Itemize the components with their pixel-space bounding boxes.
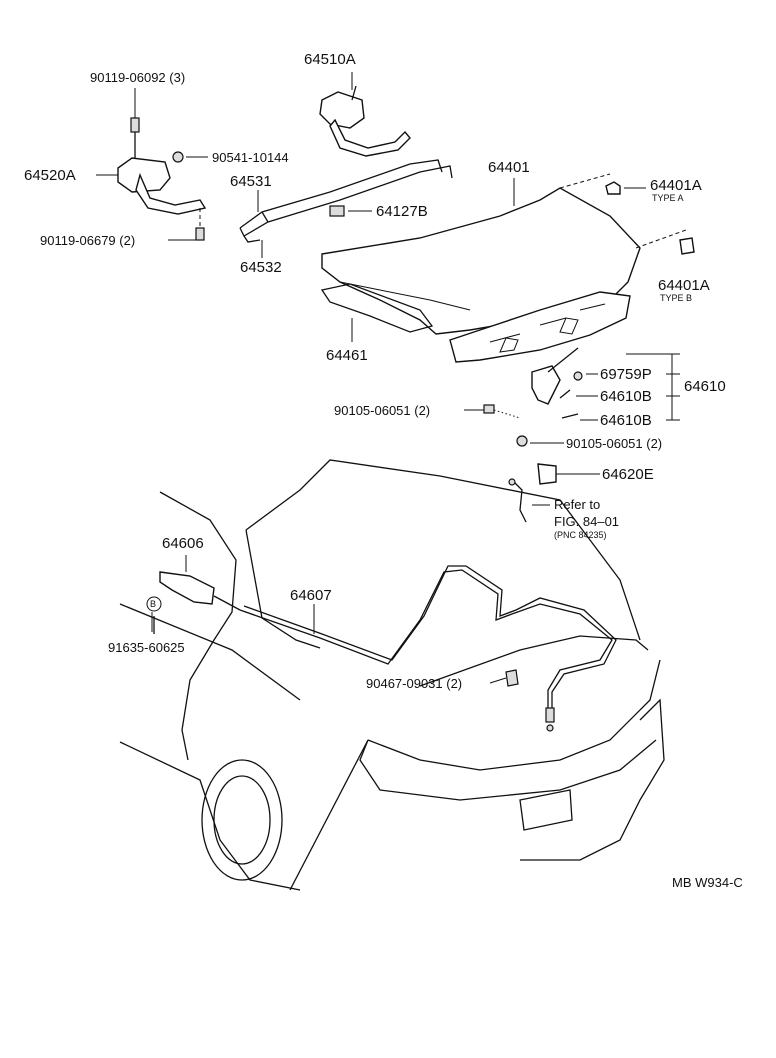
label-64510a: 64510A (304, 51, 356, 68)
label-90119-06679: 90119-06679 (2) (40, 233, 135, 248)
label-64606: 64606 (162, 535, 204, 552)
bumper-type-b-drawing (679, 237, 695, 255)
label-69759p: 69759P (600, 366, 652, 383)
leader-lines (96, 72, 680, 684)
opener-lever-drawing (159, 571, 215, 605)
label-90119-06092: 90119-06092 (3) (90, 70, 185, 85)
bumper-type-a-drawing (605, 181, 621, 195)
label-64610b-2: 64610B (600, 412, 652, 429)
label-64532: 64532 (240, 259, 282, 276)
label-mb-code: MB W934-C (672, 875, 743, 890)
label-64461: 64461 (326, 347, 368, 364)
label-64520a: 64520A (24, 167, 76, 184)
hinge-64520a-drawing (117, 117, 207, 241)
hinge-64510a-drawing (319, 85, 411, 157)
label-64607: 64607 (290, 587, 332, 604)
label-fig-ref: FIG. 84–01 (554, 514, 619, 529)
label-90541-10144: 90541-10144 (212, 150, 289, 165)
label-90467-09031: 90467-09031 (2) (366, 676, 462, 691)
label-90105-06051-right: 90105-06051 (2) (566, 436, 662, 451)
label-type-b: TYPE B (660, 293, 692, 303)
label-type-a: TYPE A (652, 193, 684, 203)
label-64401a-type-a: 64401A (650, 177, 702, 194)
label-64401a-type-b: 64401A (658, 277, 710, 294)
striker-64620e-drawing (508, 435, 557, 523)
label-91635-60625: 91635-60625 (108, 640, 185, 655)
car-body-drawing (119, 459, 665, 891)
label-64401: 64401 (488, 159, 530, 176)
label-64610b-1: 64610B (600, 388, 652, 405)
label-64610: 64610 (684, 378, 726, 395)
circle-b-marker: B (146, 596, 162, 612)
trunk-lid-drawing (321, 173, 687, 363)
label-refer-to: Refer to (554, 497, 600, 512)
lock-64610-drawing (483, 347, 583, 419)
label-90105-06051-left: 90105-06051 (2) (334, 403, 430, 418)
label-pnc-ref: (PNC 84235) (554, 530, 607, 540)
weatherstrip-drawing (320, 283, 434, 333)
circle-b-text: B (150, 599, 156, 609)
label-64127b: 64127B (376, 203, 428, 220)
part-64127b-drawing (329, 205, 345, 217)
torsion-bars-drawing (239, 159, 453, 243)
label-64620e: 64620E (602, 466, 654, 483)
label-64531: 64531 (230, 173, 272, 190)
release-cable-drawing (239, 565, 617, 732)
